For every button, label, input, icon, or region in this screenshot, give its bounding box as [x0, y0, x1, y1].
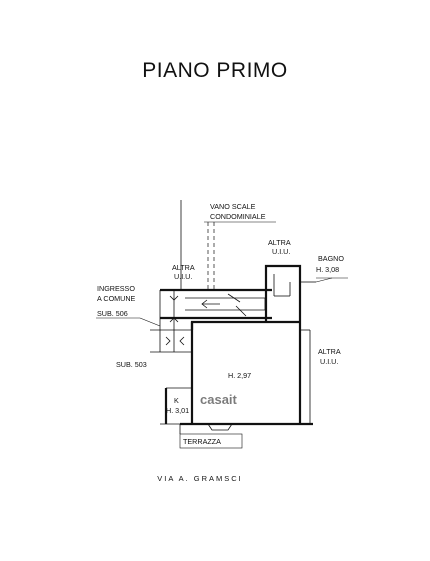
- plan-title: PIANO PRIMO: [142, 59, 288, 82]
- terrace-outline: [179, 433, 243, 449]
- stair-corridor: [160, 200, 272, 320]
- label-ingresso: INGRESSO: [97, 284, 135, 293]
- leader-lines: [96, 221, 348, 319]
- label-condominiale: CONDOMINIALE: [210, 212, 266, 221]
- street-name: VIA A. GRAMSCI: [157, 474, 243, 483]
- label-bagno-height: H. 3,08: [316, 265, 339, 274]
- label-uiu-top: U.I.U.: [272, 247, 290, 256]
- label-a-comune: A COMUNE: [97, 294, 136, 303]
- label-altra-top: ALTRA: [268, 238, 291, 247]
- label-terrazza: TERRAZZA: [183, 437, 221, 446]
- label-k-height: H. 3,01: [166, 406, 189, 415]
- label-sub-503: SUB. 503: [116, 360, 147, 369]
- label-sub-506: SUB. 506: [97, 309, 128, 318]
- main-room-walls: [179, 320, 313, 434]
- label-k: K: [174, 396, 179, 405]
- label-uiu-right: U.I.U.: [320, 357, 338, 366]
- label-uiu-left: U.I.U.: [174, 272, 192, 281]
- label-altra-right: ALTRA: [318, 347, 341, 356]
- watermark-logo: casait: [200, 392, 238, 407]
- label-room-height: H. 2,97: [228, 371, 251, 380]
- label-bagno: BAGNO: [318, 254, 344, 263]
- entry-walls: [139, 290, 192, 353]
- kitchen-walls: [160, 387, 192, 425]
- bathroom-walls: [264, 264, 333, 322]
- label-vano-scale: VANO SCALE: [210, 202, 256, 211]
- label-altra-left: ALTRA: [172, 263, 195, 272]
